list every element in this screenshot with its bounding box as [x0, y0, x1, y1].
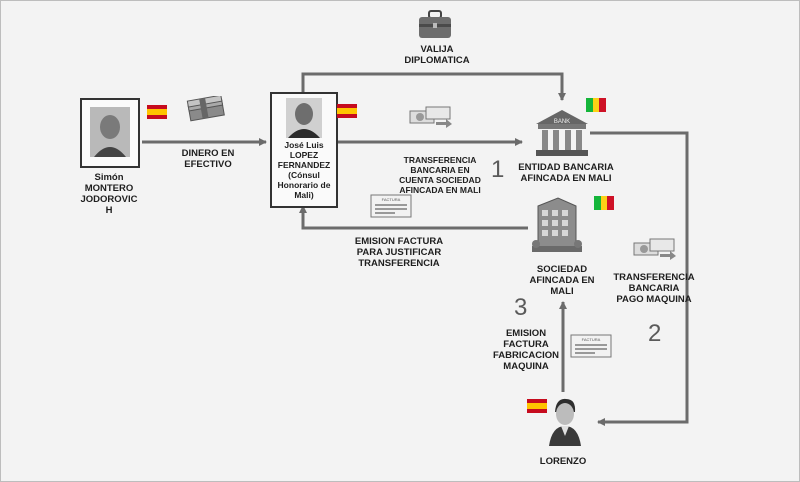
entidad-label: ENTIDAD BANCARIA AFINCADA EN MALI	[518, 162, 614, 184]
bank-transfer-icon	[406, 104, 454, 128]
mali-flag	[594, 196, 614, 210]
jose-box: José Luis LOPEZ FERNANDEZ (Cónsul Honora…	[270, 92, 338, 208]
bank-transfer-icon	[630, 236, 678, 260]
simon-photo	[90, 107, 130, 157]
valija-label: VALIJA DIPLOMATICA	[404, 44, 470, 66]
lorenzo-label: LORENZO	[539, 456, 587, 467]
simon-label: Simón MONTERO JODOROVIC H	[80, 172, 138, 216]
mali-flag	[586, 98, 606, 112]
sociedad-label: SOCIEDAD AFINCADA EN MALI	[529, 264, 595, 297]
dinero-label: DINERO EN EFECTIVO	[181, 148, 235, 170]
jose-photo	[286, 98, 322, 138]
invoice-title: FACTURA	[382, 197, 401, 202]
office-building-icon	[532, 196, 582, 252]
spain-flag	[527, 399, 547, 413]
step-number-3: 3	[514, 294, 528, 321]
step-number-2: 2	[648, 320, 662, 347]
simon-photo-box	[80, 98, 140, 168]
bank-sign: BANK	[554, 119, 570, 125]
invoice-icon: FACTURA	[570, 334, 612, 358]
person-icon	[548, 396, 582, 446]
invoice-title: FACTURA	[582, 337, 601, 342]
jose-label: José Luis LOPEZ FERNANDEZ (Cónsul Honora…	[277, 140, 331, 200]
transferencia-cuenta-label: TRANSFERENCIA BANCARIA EN CUENTA SOCIEDA…	[399, 155, 481, 195]
spain-flag	[147, 105, 167, 119]
emision-fabricacion-label: EMISION FACTURA FABRICACION MAQUINA	[493, 328, 559, 372]
arrow-bank-to-lorenzo	[590, 131, 689, 426]
arrow-valija-to-bank	[301, 72, 566, 101]
emision-justificar-label: EMISION FACTURA PARA JUSTIFICAR TRANSFER…	[354, 236, 444, 269]
pago-maquina-label: TRANSFERENCIA BANCARIA PAGO MAQUINA	[613, 272, 695, 305]
step-number-1: 1	[491, 156, 505, 183]
invoice-icon: FACTURA	[370, 194, 412, 218]
arrow-invoice-to-jose	[299, 205, 528, 230]
bank-building-icon: BANK	[534, 108, 590, 158]
spain-flag	[337, 104, 357, 118]
suitcase-icon	[418, 10, 452, 40]
cash-stack-icon	[186, 94, 226, 122]
